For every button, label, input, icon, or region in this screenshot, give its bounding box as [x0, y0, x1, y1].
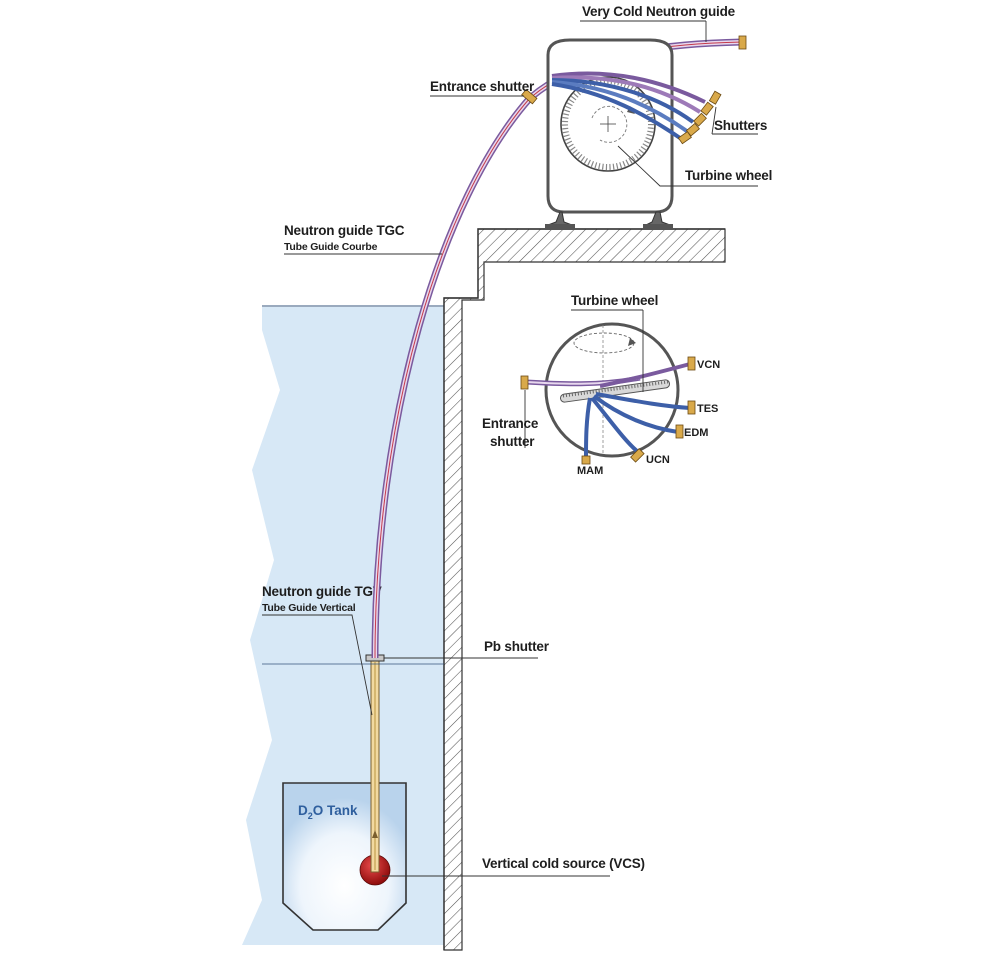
d2o-tank-label: D2O Tank: [298, 803, 358, 821]
turbine-wheel-top-label: Turbine wheel: [571, 293, 658, 308]
turbine-top-view: [544, 322, 680, 458]
shutter-1: [708, 90, 722, 105]
guide-vcn: [599, 362, 691, 388]
port-label-mam: MAM: [577, 465, 603, 477]
entrance-shutter-top-line1: Entrance: [482, 416, 539, 431]
vessel-leg-right: [645, 211, 671, 226]
tgv-leader: [262, 614, 373, 716]
port-label-ucn: UCN: [646, 454, 670, 466]
turbine-beam-fan: [551, 71, 706, 140]
entrance-shutter-side: [521, 88, 538, 105]
entrance-shutter-top-line2: shutter: [490, 434, 535, 449]
pb-shutter-label: Pb shutter: [484, 639, 550, 654]
entrance-shutter-label: Entrance shutter: [430, 79, 535, 94]
port-shutter-entrance: [520, 375, 529, 390]
port-shutter-mam: [581, 455, 591, 465]
port-label-tes: TES: [697, 403, 718, 415]
tgv-title: Neutron guide TGV: [262, 584, 382, 599]
shutter-2: [700, 101, 714, 116]
tgc-subtitle: Tube Guide Courbe: [284, 241, 378, 253]
port-shutter-tes: [687, 400, 696, 415]
guide-tes: [595, 392, 691, 410]
guide-edm: [592, 394, 679, 434]
shutter-3: [693, 112, 707, 127]
guide-mam: [584, 397, 592, 459]
vessel-foot-left: [545, 224, 575, 230]
vessel-leg-left: [547, 211, 573, 226]
port-label-vcn: VCN: [697, 359, 720, 371]
vessel-foot-right: [643, 224, 673, 230]
port-shutter-edm: [675, 424, 684, 439]
vcn-guide-end: [738, 35, 747, 50]
tgv-flow-arrow: [372, 830, 378, 838]
port-shutter-vcn: [687, 356, 696, 371]
turbine-wheel-side-label: Turbine wheel: [685, 168, 772, 183]
tgc-title: Neutron guide TGC: [284, 223, 405, 238]
shutters-leader: [711, 106, 717, 135]
port-shutter-ucn: [630, 448, 645, 463]
shutters-label: Shutters: [714, 118, 767, 133]
vcs-label: Vertical cold source (VCS): [482, 856, 645, 871]
port-label-edm: EDM: [684, 427, 708, 439]
vcn-guide-label: Very Cold Neutron guide: [582, 4, 736, 19]
guide-ucn: [590, 396, 640, 454]
tgv-subtitle: Tube Guide Vertical: [262, 602, 356, 614]
shutter-5: [677, 131, 692, 145]
turbine-wheel-leader: [617, 145, 758, 187]
